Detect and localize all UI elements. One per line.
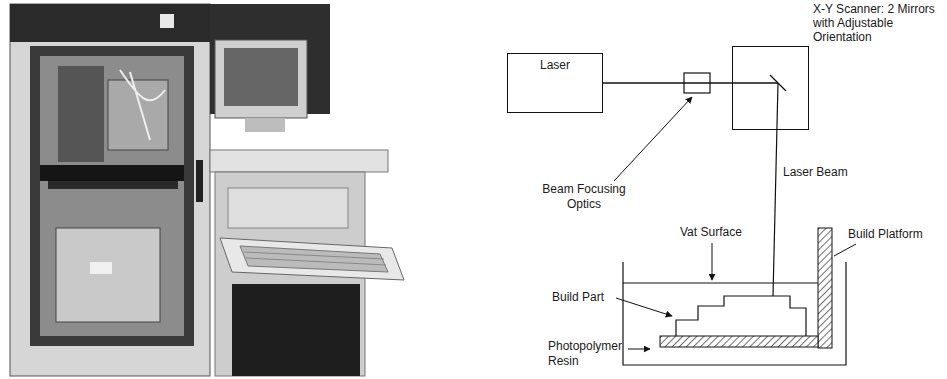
machine-cabinet [160,14,174,28]
machine-cabinet [56,228,160,322]
machine-cabinet [90,262,112,274]
computer-station [245,118,285,132]
leader-lines [712,243,713,280]
leader-lines [614,97,856,349]
computer-station [210,4,404,376]
laser-box: Laser [507,53,603,113]
machine-cabinet [120,70,165,140]
leader-lines [616,298,672,316]
scanner-box: X-Y Scanner: 2 Mirrors with Adjustable O… [732,46,809,130]
callout-label: Vat Surface [680,225,760,240]
computer-station [224,48,298,106]
build-platform [660,228,832,348]
beam-label: Laser Beam [783,165,863,180]
laser-beam [732,82,778,83]
machine-cabinet [10,4,210,376]
machine-cabinet [196,160,203,202]
leader-lines [834,244,856,256]
leader-lines [628,349,650,350]
machine-cabinet [48,181,178,189]
laser-beam-line [603,82,732,83]
machine-cabinet [10,4,210,376]
leader-lines [614,97,692,181]
computer-station [244,252,386,265]
build-part [676,296,806,336]
machine-cabinet [40,56,184,336]
callout-label: Beam Focusing Optics [538,182,630,212]
machine-cabinet [58,66,104,162]
machine-cabinet [40,165,184,181]
build-platform [818,228,832,348]
vat [623,262,846,365]
box-label: Laser [508,54,602,72]
callout-label: Photopolymer Resin [548,339,626,369]
build-part [676,296,806,336]
laser-beam [773,83,778,296]
vat [623,283,818,284]
machine-cabinet [10,4,210,42]
computer-station [220,238,404,280]
computer-station [210,150,388,172]
computer-station [232,284,360,376]
computer-station [228,188,348,228]
computer-station [215,40,307,118]
computer-station [210,4,330,114]
computer-station [240,246,388,272]
box-heading: X-Y Scanner: 2 Mirrors with Adjustable O… [813,2,941,44]
machine-cabinet [108,80,168,150]
laser-beam [732,75,786,296]
vat [623,262,846,365]
build-platform [660,336,818,347]
callout-label: Build Platform [848,227,942,242]
callout-label: Build Part [552,290,616,305]
machine-cabinet [30,46,194,346]
